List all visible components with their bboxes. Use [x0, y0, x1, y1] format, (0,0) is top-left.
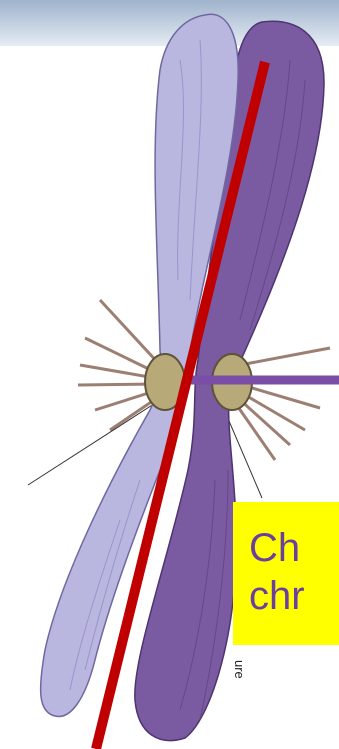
callout-text-line-2: chr: [249, 576, 305, 616]
callout-text-line-1: Ch: [249, 528, 300, 568]
source-text-fragment: ure: [232, 660, 247, 679]
callout-box: Ch chr: [233, 502, 339, 645]
spindle-fibers-right: [236, 348, 330, 460]
spindle-fibers-left: [78, 300, 160, 430]
